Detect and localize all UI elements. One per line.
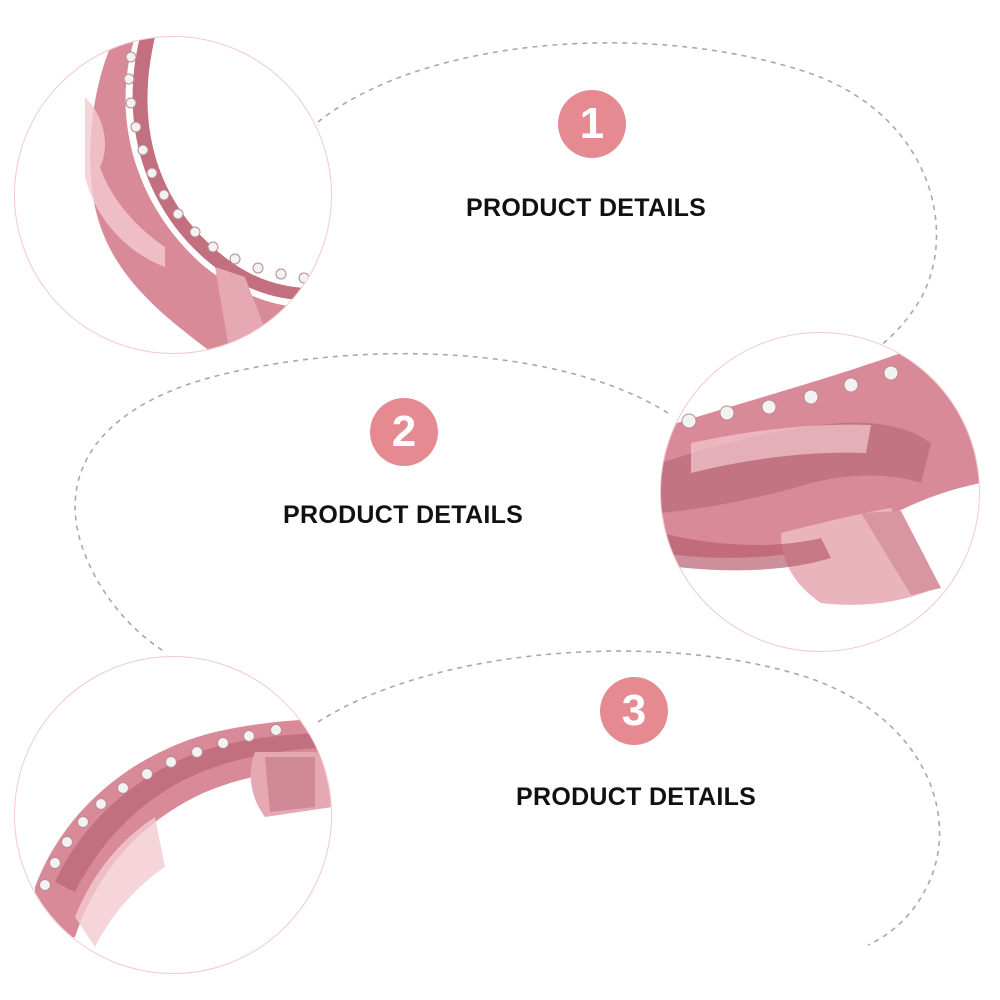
section-number-badge-3: 3 bbox=[600, 677, 668, 745]
section-number-badge-2: 2 bbox=[370, 398, 438, 466]
dashed-ellipse-3 bbox=[317, 650, 941, 946]
product-photo-2 bbox=[660, 332, 980, 652]
product-photo-1 bbox=[14, 36, 332, 354]
section-number-badge-1: 1 bbox=[558, 90, 626, 158]
section-label-3: PRODUCT DETAILS bbox=[516, 783, 757, 811]
dashed-ellipse-1 bbox=[317, 42, 938, 363]
dashed-ellipse-2 bbox=[74, 352, 669, 653]
section-label-1: PRODUCT DETAILS bbox=[466, 194, 707, 222]
product-photo-3 bbox=[14, 656, 332, 974]
section-label-2: PRODUCT DETAILS bbox=[283, 501, 524, 529]
